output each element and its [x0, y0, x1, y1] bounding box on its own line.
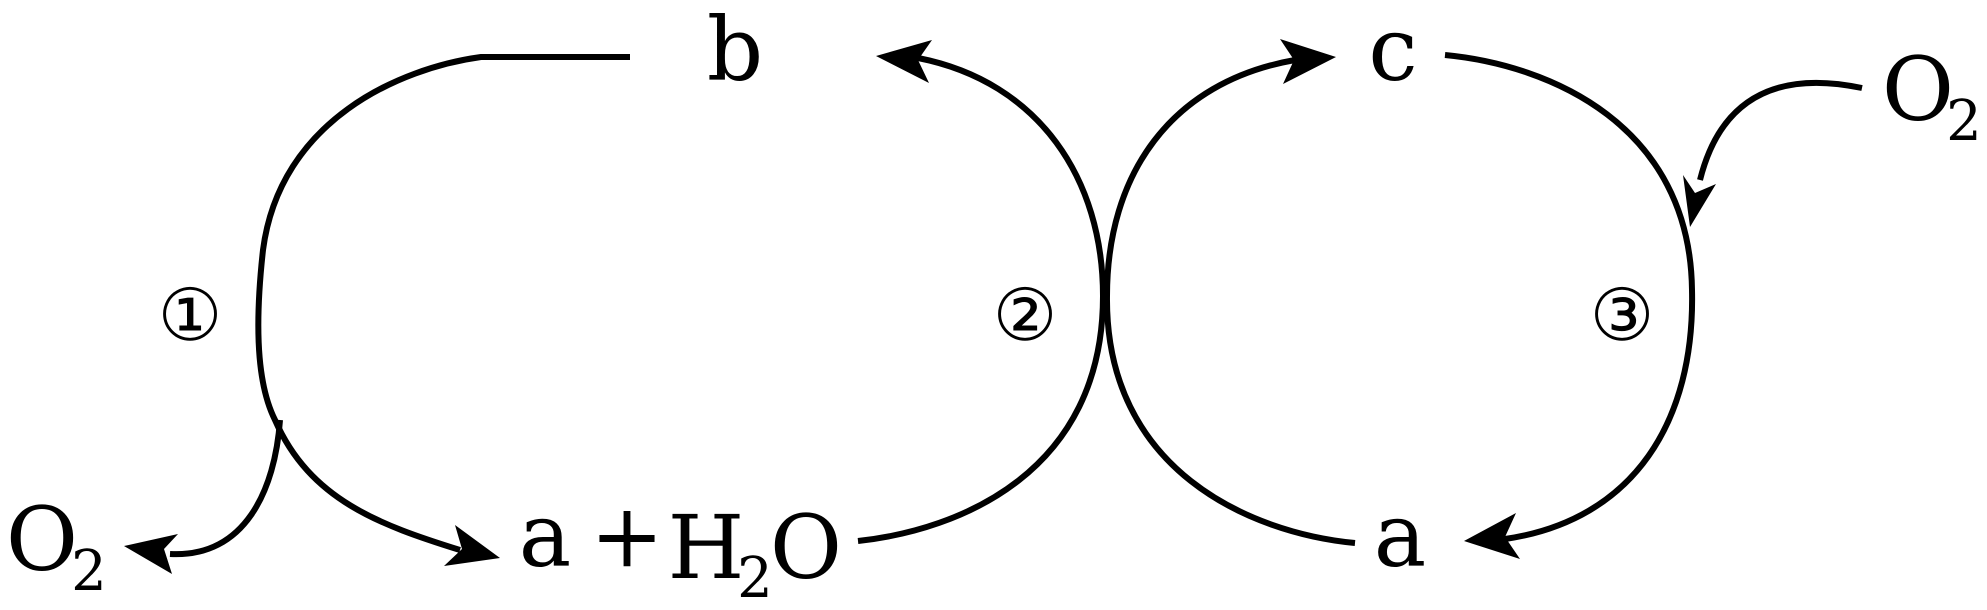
step-1-arrowhead — [444, 525, 500, 566]
o2-release-branch — [169, 419, 283, 558]
step-2-arrowhead-c — [1280, 39, 1336, 84]
step-1-curve — [255, 54, 630, 553]
species-a-plus-water: a + H 2 O — [519, 484, 842, 610]
step-3-arrow — [1444, 52, 1863, 559]
step-3-curve — [1444, 52, 1696, 542]
plus-sign: + — [590, 484, 664, 587]
species-a-left: a — [519, 484, 571, 587]
species-a-right: a — [1374, 484, 1426, 587]
water-h-subscript: 2 — [737, 546, 773, 610]
o2-right-subscript: 2 — [1946, 89, 1982, 154]
step-2-curve-to-b — [857, 55, 1106, 544]
water-o: O — [770, 496, 842, 599]
o2-left-o: O — [6, 488, 78, 591]
step-2-label: ② — [993, 273, 1058, 357]
o2-product-left: O 2 — [6, 488, 107, 604]
species-b: b — [707, 0, 763, 101]
step-2-curve-to-c — [1103, 57, 1356, 546]
step-1-label: ① — [158, 273, 223, 357]
o2-uptake-branch — [1697, 79, 1863, 181]
o2-uptake-arrowhead — [1683, 175, 1716, 227]
o2-right-o: O — [1882, 38, 1954, 141]
water-h: H — [668, 496, 745, 599]
step-3-label: ③ — [1590, 273, 1655, 357]
step-2-arrowhead-b — [876, 40, 932, 83]
o2-release-arrowhead — [124, 534, 178, 574]
step-2-arrows — [857, 39, 1356, 546]
o2-reactant-right: O 2 — [1882, 38, 1982, 154]
o2-left-subscript: 2 — [71, 539, 107, 604]
step-1-arrow — [124, 54, 630, 574]
step-3-arrowhead — [1464, 513, 1520, 559]
species-c: c — [1368, 0, 1417, 101]
